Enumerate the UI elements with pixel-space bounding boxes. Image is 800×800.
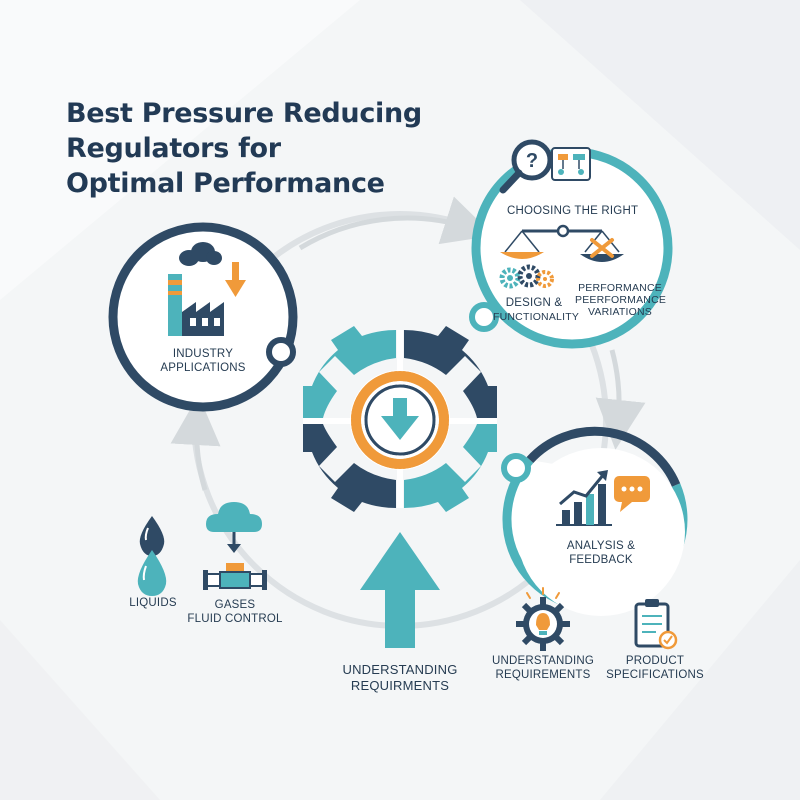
design-functionality-label: DESIGN & FUNCTIONALITY [493, 297, 580, 323]
lightbulb-gear-icon [516, 587, 570, 651]
droplets-icon [137, 516, 167, 596]
gases-fluid-control-label: GASES FLUID CONTROL [187, 599, 283, 625]
svg-text:?: ? [526, 150, 538, 172]
performance-variations-label: PERFORMANCE PEERFORMANCE VARIATIONS [575, 282, 667, 318]
flowchart-icon [551, 147, 591, 181]
bar-chart-icon [556, 470, 612, 526]
up-arrow-icon [360, 532, 440, 648]
industry-applications-node [108, 222, 298, 412]
understanding-requirements-small-label: UNDERSTANDING REQUIREMENTS [491, 655, 595, 681]
product-specifications-label: PRODUCT SPECIFICATIONS [606, 655, 704, 681]
title-line-1: Best Pressure Reducing [66, 98, 422, 129]
title-line-3: Optimal Performance [66, 168, 385, 199]
speech-bubble-icon [614, 476, 650, 512]
gears-icon [499, 264, 554, 289]
analysis-feedback-node [501, 426, 688, 616]
balance-scale-icon [500, 224, 624, 262]
factory-icon [168, 242, 246, 336]
choosing-the-right-label: CHOOSING THE RIGHT [507, 205, 639, 217]
industry-applications-label: INDUSTRY APPLICATIONS [160, 348, 246, 374]
cloud-valve-icon [203, 502, 267, 590]
choosing-the-right-node: ? [469, 139, 673, 349]
page-title: Best Pressure Reducing Regulators for Op… [66, 96, 422, 201]
analysis-feedback-label: ANALYSIS & FEEDBACK [566, 540, 636, 566]
gear-download-icon [303, 326, 497, 512]
clipboard-icon [634, 599, 678, 650]
understanding-requirements-main-label: UNDERSTANDING REQUIRMENTS [342, 662, 458, 693]
title-line-2: Regulators for [66, 133, 281, 164]
liquids-label: LIQUIDS [129, 597, 177, 609]
magnifier-question-icon: ? [499, 139, 553, 194]
